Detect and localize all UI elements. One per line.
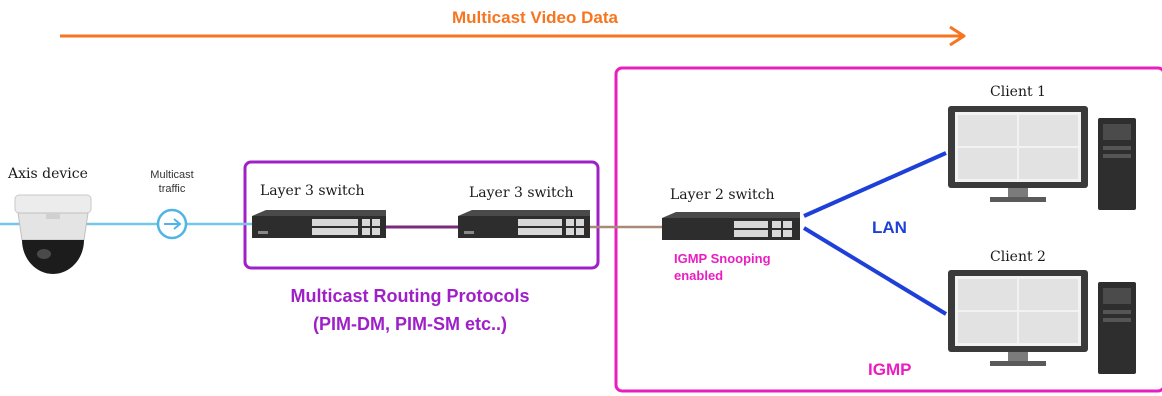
client-1-computer-icon — [948, 106, 1136, 210]
layer3-switch-1-icon — [252, 210, 386, 238]
axis-device-label: Axis device — [8, 166, 88, 182]
igmp-snooping-line1: IGMP Snooping — [674, 251, 771, 266]
layer3-switch-2-icon — [458, 210, 590, 238]
multicast-traffic-line1: Multicast — [150, 169, 194, 181]
lan-links — [802, 151, 948, 316]
client-2-label: Client 2 — [990, 249, 1046, 265]
multicast-data-arrow — [60, 25, 966, 47]
layer3-switch-1-label: Layer 3 switch — [260, 183, 365, 199]
multicast-traffic-line2: traffic — [158, 183, 186, 195]
igmp-group-box — [614, 66, 1162, 393]
layer3-switch-2-label: Layer 3 switch — [469, 185, 574, 201]
igmp-snooping-line2: enabled — [674, 268, 724, 283]
multicast-video-data-label: Multicast Video Data — [452, 8, 618, 27]
layer2-switch-icon — [662, 212, 800, 240]
layer2-switch-label: Layer 2 switch — [670, 187, 775, 203]
igmp-label: IGMP — [868, 360, 912, 379]
routing-protocols-line2: (PIM-DM, PIM-SM etc..) — [313, 314, 507, 334]
routing-group-box — [243, 160, 600, 270]
routing-protocols-line1: Multicast Routing Protocols — [290, 286, 530, 306]
client-1-label: Client 1 — [990, 84, 1046, 100]
igmp-snooping-caption: IGMP Snooping enabled — [674, 250, 771, 284]
routing-protocols-caption: Multicast Routing Protocols (PIM-DM, PIM… — [240, 282, 580, 338]
multicast-traffic-label: Multicast traffic — [132, 168, 212, 196]
arrow-right-icon — [164, 218, 182, 230]
client-2-computer-icon — [948, 270, 1136, 374]
lan-label: LAN — [872, 218, 907, 237]
axis-camera-icon — [14, 194, 92, 274]
